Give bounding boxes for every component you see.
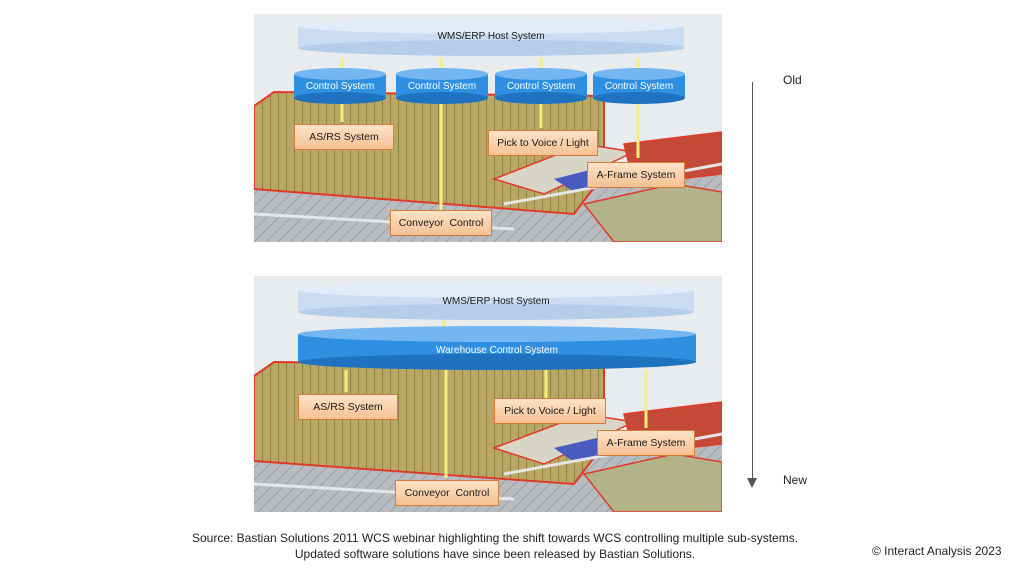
source-caption: Source: Bastian Solutions 2011 WCS webin… — [150, 530, 840, 562]
old-label: Old — [783, 73, 802, 87]
caption-line-1: Source: Bastian Solutions 2011 WCS webin… — [191, 531, 799, 545]
a-frame-system-box: A-Frame System — [597, 430, 695, 456]
cylinder-shape — [298, 326, 696, 370]
control-system-cylinder-4: Control System — [593, 68, 685, 104]
copyright-notice: © Interact Analysis 2023 — [872, 544, 1002, 558]
timeline-arrow-head — [747, 478, 757, 488]
caption-line-2: Updated software solutions have since be… — [294, 547, 696, 561]
new-architecture-diagram: WMS/ERP Host System Warehouse Control Sy… — [254, 276, 722, 512]
control-system-label: Control System — [305, 81, 375, 92]
cylinder-shape — [495, 68, 587, 104]
a-frame-system-box: A-Frame System — [587, 162, 685, 188]
host-system-cylinder: WMS/ERP Host System — [298, 282, 694, 320]
asrs-system-box: AS/RS System — [298, 394, 398, 420]
conveyor-control-box: Conveyor Control — [395, 480, 499, 506]
warehouse-control-system-label: Warehouse Control System — [436, 345, 558, 356]
timeline-arrow-line — [752, 82, 753, 482]
control-system-cylinder-2: Control System — [396, 68, 488, 104]
new-label: New — [783, 473, 808, 487]
pick-to-voice-light-box: Pick to Voice / Light — [488, 130, 598, 156]
pick-to-voice-light-box: Pick to Voice / Light — [494, 398, 606, 424]
control-system-label: Control System — [506, 81, 576, 92]
cylinder-shape — [298, 282, 694, 320]
cylinder-shape — [396, 68, 488, 104]
warehouse-control-system-cylinder: Warehouse Control System — [298, 326, 696, 370]
cylinder-shape — [298, 18, 684, 56]
control-system-label: Control System — [407, 81, 477, 92]
host-system-label: WMS/ERP Host System — [437, 31, 545, 42]
cylinder-shape — [294, 68, 386, 104]
host-system-cylinder: WMS/ERP Host System — [298, 18, 684, 56]
cylinder-shape — [593, 68, 685, 104]
host-system-label: WMS/ERP Host System — [442, 296, 550, 307]
control-system-cylinder-1: Control System — [294, 68, 386, 104]
asrs-system-box: AS/RS System — [294, 124, 394, 150]
control-system-label: Control System — [604, 81, 674, 92]
conveyor-control-box: Conveyor Control — [390, 210, 492, 236]
control-system-cylinder-3: Control System — [495, 68, 587, 104]
old-architecture-diagram: WMS/ERP Host System Control System Contr… — [254, 14, 722, 242]
